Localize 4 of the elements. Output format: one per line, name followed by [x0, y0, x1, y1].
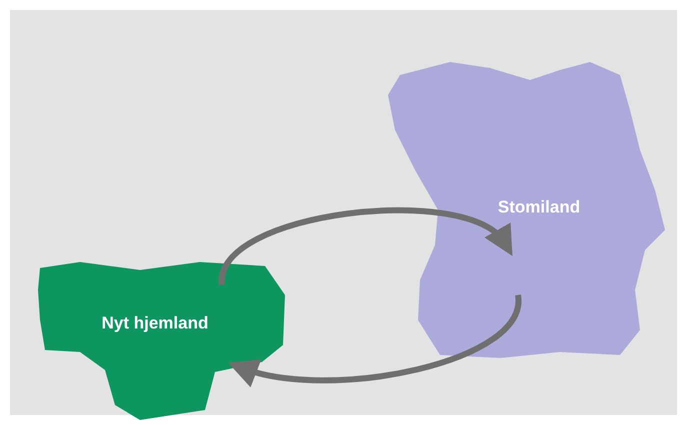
- region-label: Stomiland: [498, 196, 580, 218]
- curved-arrow: [219, 208, 516, 286]
- region-label: Nyt hjemland: [102, 312, 208, 334]
- curved-arrow: [228, 294, 521, 387]
